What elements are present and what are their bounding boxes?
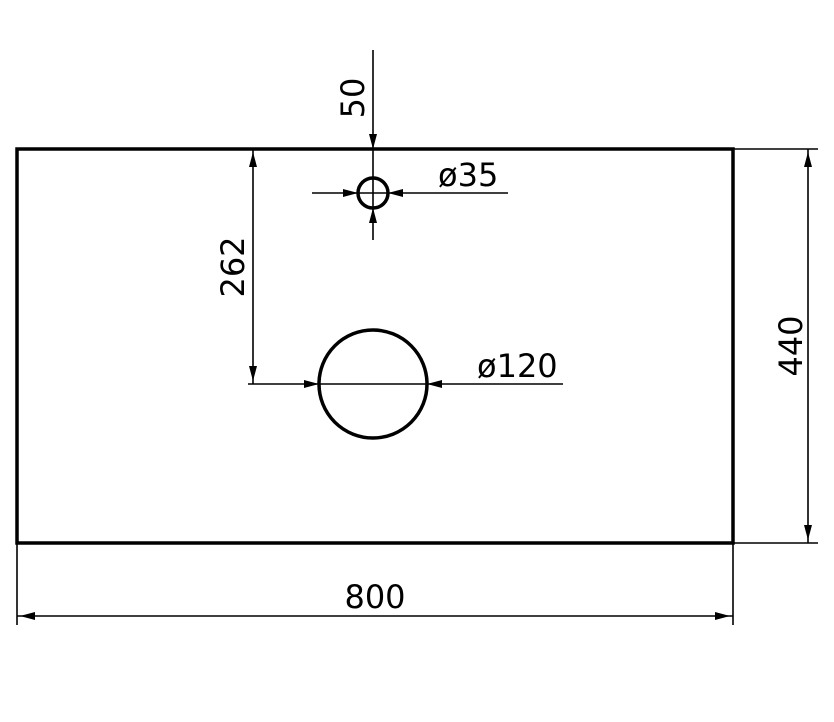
tap-diameter-label: ø35: [438, 156, 498, 194]
depth-arrow-bottom: [804, 525, 812, 540]
width-arrow-left: [20, 612, 35, 620]
tap-hole-arrow-up: [369, 208, 377, 223]
tap-offset-arrow: [369, 134, 377, 149]
tap-diameter-arrow-left: [343, 189, 358, 197]
countertop-outline: [15, 147, 735, 545]
drain-offset-label: 262: [214, 236, 252, 297]
drain-offset-arrow-bottom: [249, 366, 257, 381]
drain-diameter-label: ø120: [477, 347, 558, 385]
drain-offset-arrow-top: [249, 152, 257, 167]
width-label: 800: [344, 578, 405, 616]
tap-diameter-arrow-right: [388, 189, 403, 197]
tap-offset-label: 50: [334, 78, 372, 119]
width-arrow-right: [715, 612, 730, 620]
depth-label: 440: [772, 315, 810, 376]
drain-diameter-arrow-right: [427, 380, 442, 388]
depth-arrow-top: [804, 152, 812, 167]
drain-diameter-arrow-left: [304, 380, 319, 388]
